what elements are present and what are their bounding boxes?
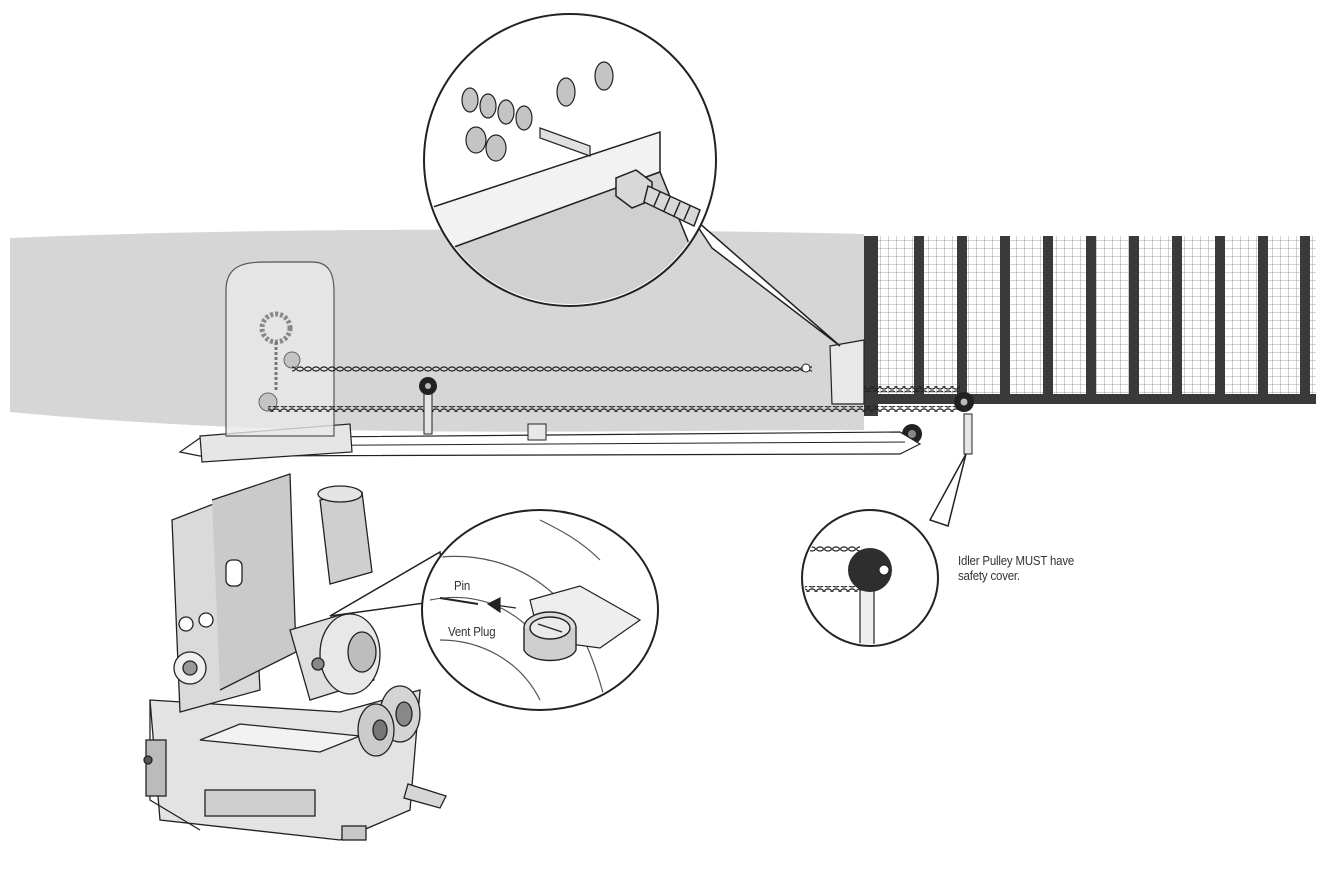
operator-mechanism [143,473,447,841]
label-idler-line1: Idler Pulley MUST have [958,553,1075,568]
label-pin: Pin [454,578,471,593]
chain-link-icon [461,87,533,131]
idler-pulley-left [419,377,437,435]
label-idler-pulley: Idler Pulley MUST have safety cover. [958,553,1074,583]
sliding-gate [864,236,1316,444]
callout-idler-detail [801,453,967,647]
hex-bolt-icon [615,169,701,228]
callout-vent-plug [329,509,659,711]
operator-housing [199,261,353,463]
upper-chain [292,366,812,372]
arrow-left-icon [486,597,517,614]
master-link-parts [465,61,614,162]
lower-chain [268,406,958,412]
label-vent-plug: Vent Plug [448,624,496,639]
idler-pulley-right [954,392,974,455]
vent-plug-icon [523,611,577,662]
idler-pulley-icon [848,548,892,592]
label-idler-line2: safety cover. [958,568,1020,583]
chain-bracket [829,339,865,405]
